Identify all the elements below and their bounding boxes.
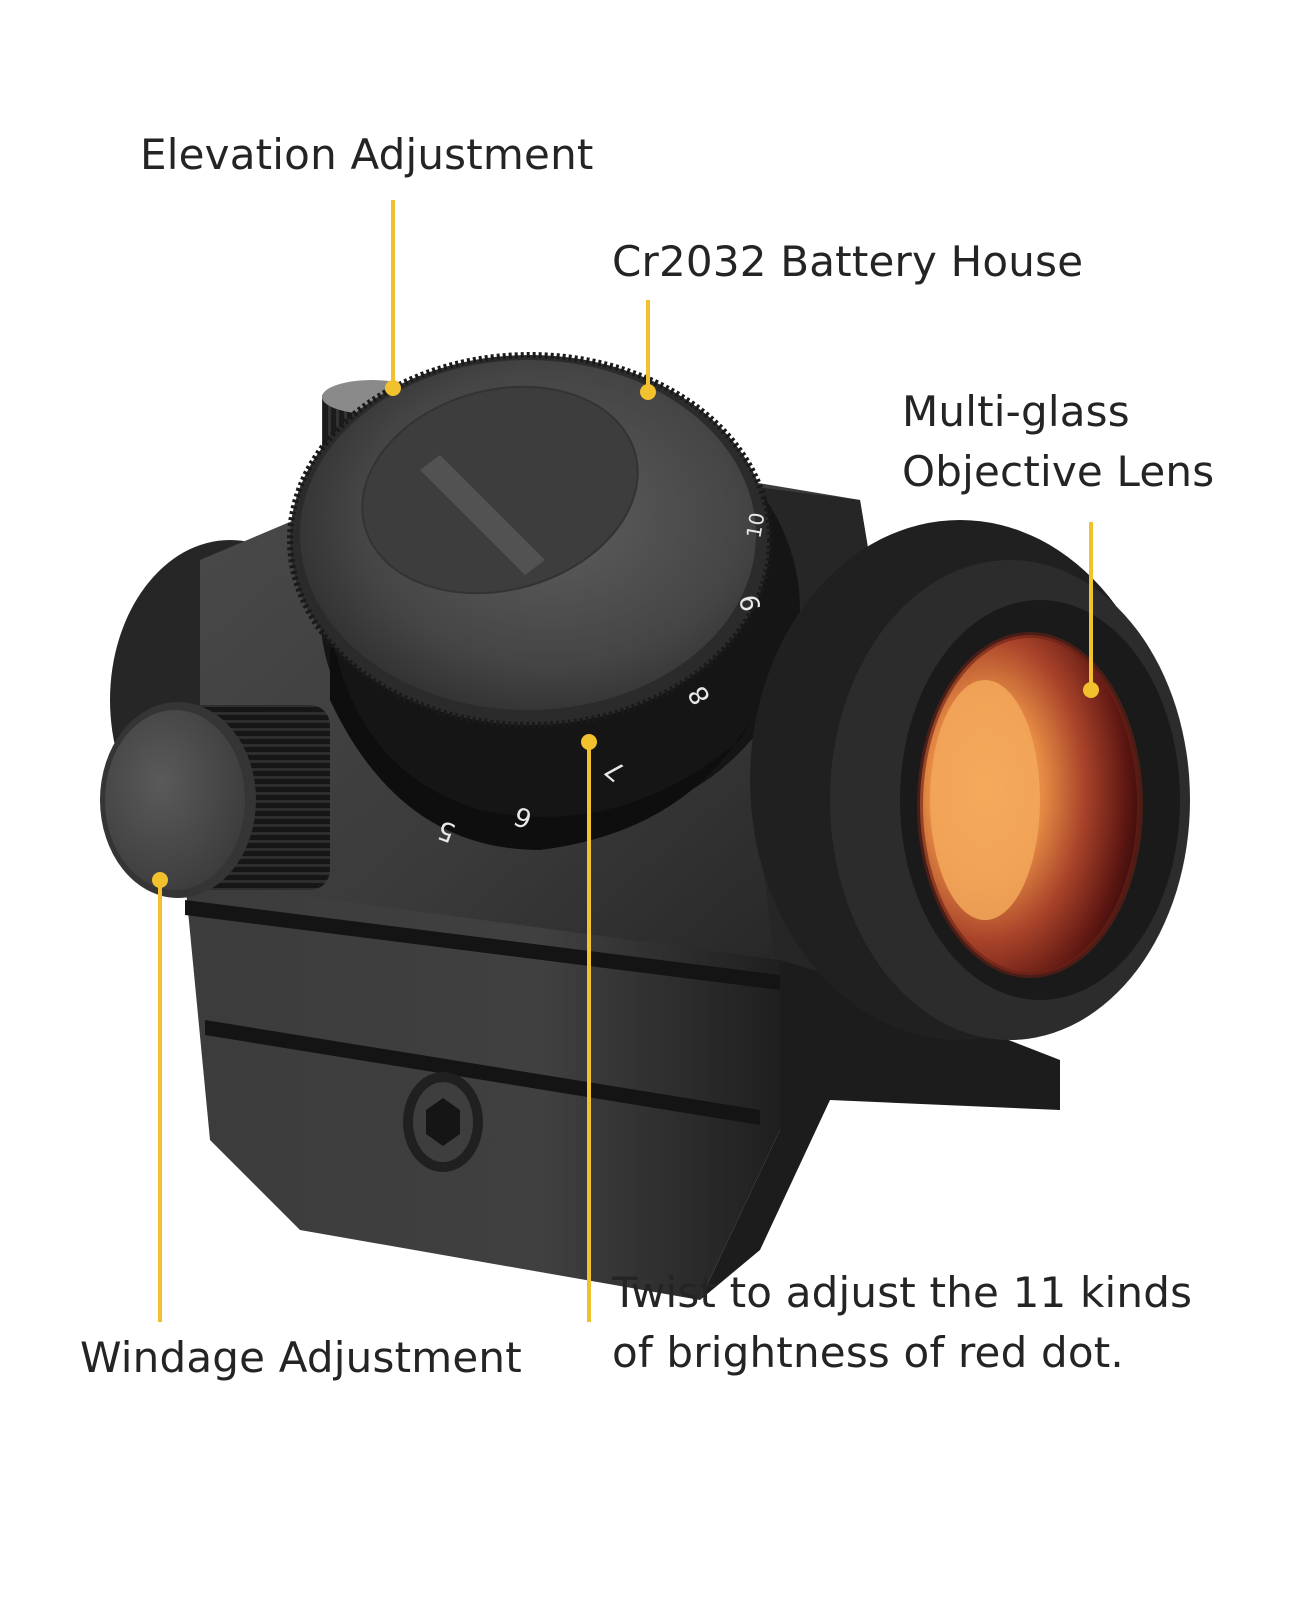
- battery-cap-slot: [420, 455, 545, 575]
- label-line: Multi-glass: [902, 387, 1130, 436]
- label-line: Twist to adjust the 11 kinds: [612, 1268, 1193, 1317]
- label-line: Cr2032 Battery House: [612, 237, 1084, 286]
- label-battery-house: Cr2032 Battery House: [612, 232, 1083, 292]
- label-line: Objective Lens: [902, 447, 1215, 496]
- svg-text:10: 10: [741, 511, 769, 540]
- label-line: Elevation Adjustment: [140, 130, 594, 179]
- label-line: Windage Adjustment: [80, 1333, 522, 1382]
- svg-text:9: 9: [735, 592, 767, 614]
- base-mount: [185, 880, 780, 1300]
- windage-knob: [105, 710, 245, 890]
- label-elevation-adjustment: Elevation Adjustment: [140, 125, 594, 185]
- label-windage-adjustment: Windage Adjustment: [80, 1328, 522, 1388]
- label-brightness-adjust: Twist to adjust the 11 kinds of brightnes…: [612, 1263, 1192, 1383]
- label-line: of brightness of red dot.: [612, 1328, 1124, 1377]
